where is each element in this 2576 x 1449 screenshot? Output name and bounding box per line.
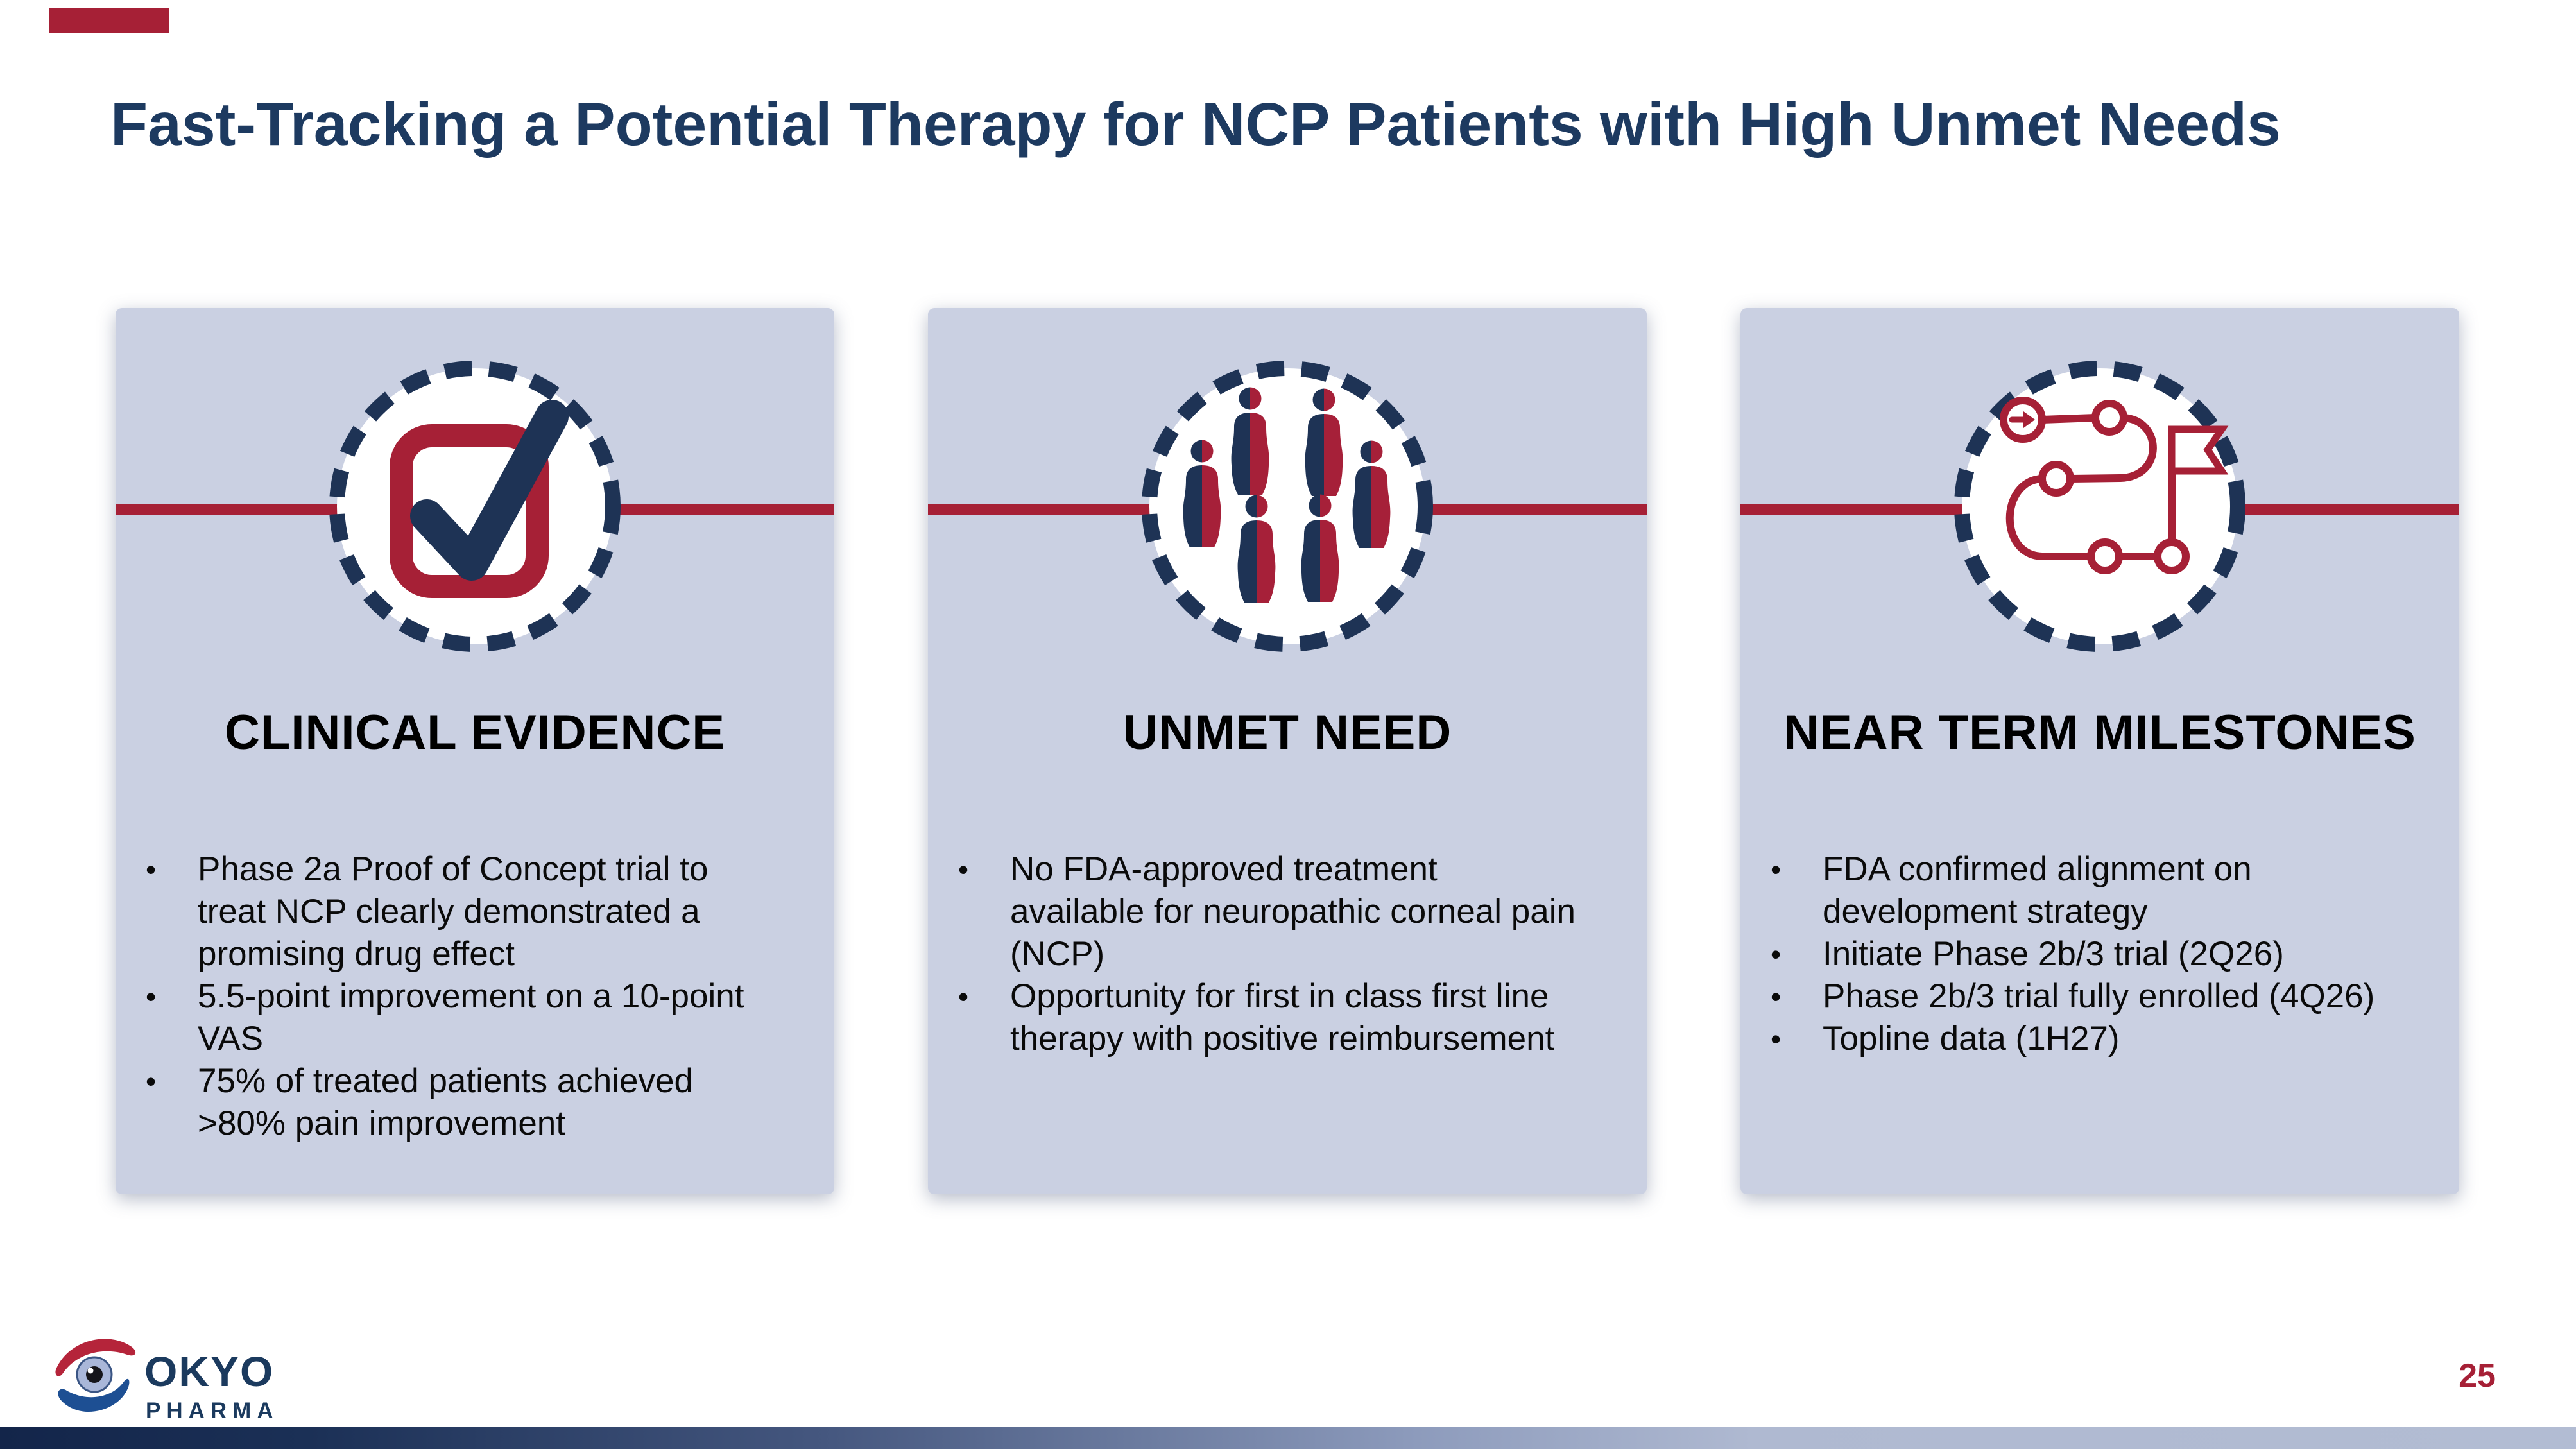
logo-sub: PHARMA bbox=[146, 1398, 279, 1423]
list-item: • Opportunity for first in class first l… bbox=[958, 977, 1555, 1058]
roadmap-icon bbox=[1952, 359, 2247, 654]
okyo-pharma-logo: OKYO PHARMA bbox=[51, 1330, 308, 1430]
corner-accent-bar bbox=[49, 8, 169, 33]
checkbox-icon bbox=[327, 359, 623, 654]
bullet-list: • FDA confirmed alignment on development… bbox=[1763, 848, 2443, 1060]
list-item: • 75% of treated patients achieved >80% … bbox=[146, 1062, 693, 1142]
card-heading: UNMET NEED bbox=[1122, 705, 1452, 760]
list-item: • Phase 2a Proof of Concept trial to tre… bbox=[146, 850, 708, 973]
card-heading: CLINICAL EVIDENCE bbox=[225, 705, 725, 760]
list-item: • Initiate Phase 2b/3 trial (2Q26) bbox=[1771, 935, 2284, 973]
card-near-term-milestones: NEAR TERM MILESTONES • FDA confirmed ali… bbox=[1740, 308, 2459, 1194]
people-icon bbox=[1140, 359, 1435, 654]
card-clinical-evidence: CLINICAL EVIDENCE • Phase 2a Proof of Co… bbox=[116, 308, 834, 1194]
bullet-list: • Phase 2a Proof of Concept trial to tre… bbox=[138, 848, 818, 1145]
bullet-list: • No FDA-approved treatment available fo… bbox=[950, 848, 1631, 1060]
card-heading: NEAR TERM MILESTONES bbox=[1783, 705, 2416, 760]
page-title: Fast-Tracking a Potential Therapy for NC… bbox=[110, 90, 2281, 159]
list-item: • 5.5-point improvement on a 10-point VA… bbox=[146, 977, 744, 1058]
list-item: • Topline data (1H27) bbox=[1771, 1020, 2120, 1058]
eye-logo-icon bbox=[55, 1339, 136, 1412]
page-number: 25 bbox=[2459, 1357, 2496, 1394]
logo-name: OKYO bbox=[144, 1348, 274, 1395]
list-item: • No FDA-approved treatment available fo… bbox=[958, 850, 1576, 973]
list-item: • FDA confirmed alignment on development… bbox=[1771, 850, 2252, 930]
card-unmet-need: UNMET NEED • No FDA-approved treatment a… bbox=[928, 308, 1647, 1194]
bottom-gradient-bar bbox=[0, 1427, 2576, 1449]
list-item: • Phase 2b/3 trial fully enrolled (4Q26) bbox=[1771, 977, 2375, 1015]
